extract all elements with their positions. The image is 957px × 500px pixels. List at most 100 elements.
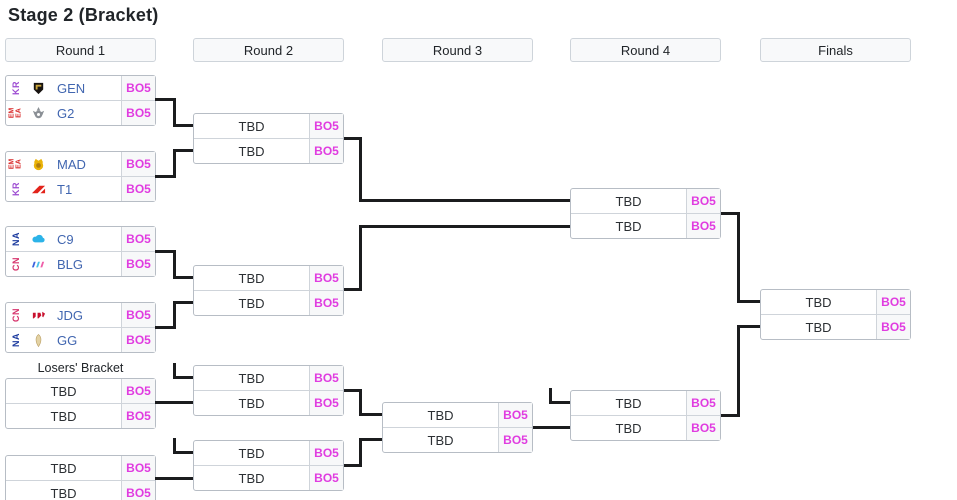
round-header-1: Round 1 xyxy=(5,38,156,62)
match-lb-r1-m1: TBD BO5 TBD BO5 xyxy=(5,378,156,429)
match-slot[interactable]: TBD BO5 xyxy=(571,189,720,213)
bracket-connector xyxy=(155,98,175,101)
match-slot[interactable]: TBD BO5 xyxy=(194,266,343,290)
team-name: MAD xyxy=(57,156,86,172)
match-slot[interactable]: TBD BO5 xyxy=(194,390,343,415)
match-slot[interactable]: NA C9 BO5 xyxy=(6,227,155,251)
match-slot[interactable]: KR T1 BO5 xyxy=(6,176,155,201)
match-ub-r4-m1: TBD BO5 TBD BO5 xyxy=(570,188,721,239)
format-badge: BO5 xyxy=(686,391,720,415)
format-badge: BO5 xyxy=(121,481,155,500)
tbd-label: TBD xyxy=(805,319,832,335)
g2-logo-icon xyxy=(26,101,50,125)
tbd-label: TBD xyxy=(238,445,265,461)
team-name: JDG xyxy=(57,307,83,323)
tbd-label: TBD xyxy=(238,395,265,411)
match-finals: TBD BO5 TBD BO5 xyxy=(760,289,911,340)
match-slot[interactable]: TBD BO5 xyxy=(194,441,343,465)
match-slot[interactable]: NA GG BO5 xyxy=(6,327,155,352)
region-label: KR xyxy=(11,182,21,196)
match-slot[interactable]: TBD BO5 xyxy=(6,403,155,428)
match-slot[interactable]: TBD BO5 xyxy=(6,480,155,500)
format-badge: BO5 xyxy=(121,177,155,201)
tbd-label: TBD xyxy=(615,420,642,436)
match-slot[interactable]: TBD BO5 xyxy=(6,456,155,480)
match-lb-r1-m2: TBD BO5 TBD BO5 xyxy=(5,455,156,500)
c9-logo-icon xyxy=(26,227,50,251)
match-slot[interactable]: KR GEN BO5 xyxy=(6,76,155,100)
format-badge: BO5 xyxy=(498,403,532,427)
tbd-label: TBD xyxy=(238,295,265,311)
bracket-connector xyxy=(155,477,193,480)
match-ub-r2-m2: TBD BO5 TBD BO5 xyxy=(193,265,344,316)
tbd-label: TBD xyxy=(50,383,77,399)
bracket-connector xyxy=(359,137,362,202)
match-slot[interactable]: TBD BO5 xyxy=(761,290,910,314)
match-slot[interactable]: TBD BO5 xyxy=(571,213,720,238)
match-slot[interactable]: TBD BO5 xyxy=(194,465,343,490)
bracket-connector xyxy=(737,325,760,328)
bracket-connector xyxy=(155,326,175,329)
bracket-connector xyxy=(173,363,176,379)
blg-logo-icon xyxy=(26,252,50,276)
format-badge: BO5 xyxy=(121,328,155,352)
format-badge: BO5 xyxy=(686,214,720,238)
bracket-connector xyxy=(344,389,362,392)
match-lb-r4-m1: TBD BO5 TBD BO5 xyxy=(570,390,721,441)
match-ub-r2-m1: TBD BO5 TBD BO5 xyxy=(193,113,344,164)
match-slot[interactable]: EMEA MAD BO5 xyxy=(6,152,155,176)
team-name: C9 xyxy=(57,231,74,247)
tbd-label: TBD xyxy=(427,432,454,448)
bracket-connector xyxy=(344,288,362,291)
team-name: GEN xyxy=(57,80,86,96)
bracket-connector xyxy=(359,438,382,441)
round-header-finals: Finals xyxy=(760,38,911,62)
region-label: EMEA xyxy=(8,107,23,119)
match-slot[interactable]: TBD BO5 xyxy=(571,415,720,440)
region-label: CN xyxy=(11,257,21,271)
match-slot[interactable]: CN JDG BO5 xyxy=(6,303,155,327)
region-label: EMEA xyxy=(8,158,23,170)
bracket-connector xyxy=(155,175,175,178)
format-badge: BO5 xyxy=(309,266,343,290)
bracket-connector xyxy=(173,124,193,127)
bracket-connector xyxy=(737,325,740,417)
bracket-connector xyxy=(359,413,382,416)
format-badge: BO5 xyxy=(121,456,155,480)
gg-logo-icon xyxy=(26,328,50,352)
match-slot[interactable]: TBD BO5 xyxy=(383,403,532,427)
bracket-connector xyxy=(721,212,740,215)
jdg-logo-icon xyxy=(26,303,50,327)
match-slot[interactable]: TBD BO5 xyxy=(194,138,343,163)
match-lb-r2-m1: TBD BO5 TBD BO5 xyxy=(193,365,344,416)
bracket-connector xyxy=(344,137,362,140)
tbd-label: TBD xyxy=(50,460,77,476)
bracket-connector xyxy=(533,426,570,429)
tbd-label: TBD xyxy=(238,270,265,286)
bracket-connector xyxy=(155,250,175,253)
match-slot[interactable]: EMEA G2 BO5 xyxy=(6,100,155,125)
match-slot[interactable]: TBD BO5 xyxy=(194,366,343,390)
match-slot[interactable]: TBD BO5 xyxy=(383,427,532,452)
match-slot[interactable]: TBD BO5 xyxy=(194,290,343,315)
tbd-label: TBD xyxy=(615,193,642,209)
format-badge: BO5 xyxy=(498,428,532,452)
match-slot[interactable]: CN BLG BO5 xyxy=(6,251,155,276)
bracket-connector xyxy=(173,301,193,304)
format-badge: BO5 xyxy=(309,139,343,163)
match-slot[interactable]: TBD BO5 xyxy=(761,314,910,339)
tbd-label: TBD xyxy=(615,395,642,411)
bracket-connector xyxy=(359,199,570,202)
match-slot[interactable]: TBD BO5 xyxy=(6,379,155,403)
format-badge: BO5 xyxy=(121,379,155,403)
format-badge: BO5 xyxy=(121,152,155,176)
region-label: NA xyxy=(11,333,21,347)
tbd-label: TBD xyxy=(238,143,265,159)
bracket-connector xyxy=(173,276,193,279)
match-ub-r1-m2: EMEA MAD BO5 KR T1 BO5 xyxy=(5,151,156,202)
match-slot[interactable]: TBD BO5 xyxy=(194,114,343,138)
tbd-label: TBD xyxy=(50,485,77,500)
format-badge: BO5 xyxy=(121,252,155,276)
format-badge: BO5 xyxy=(309,291,343,315)
match-slot[interactable]: TBD BO5 xyxy=(571,391,720,415)
